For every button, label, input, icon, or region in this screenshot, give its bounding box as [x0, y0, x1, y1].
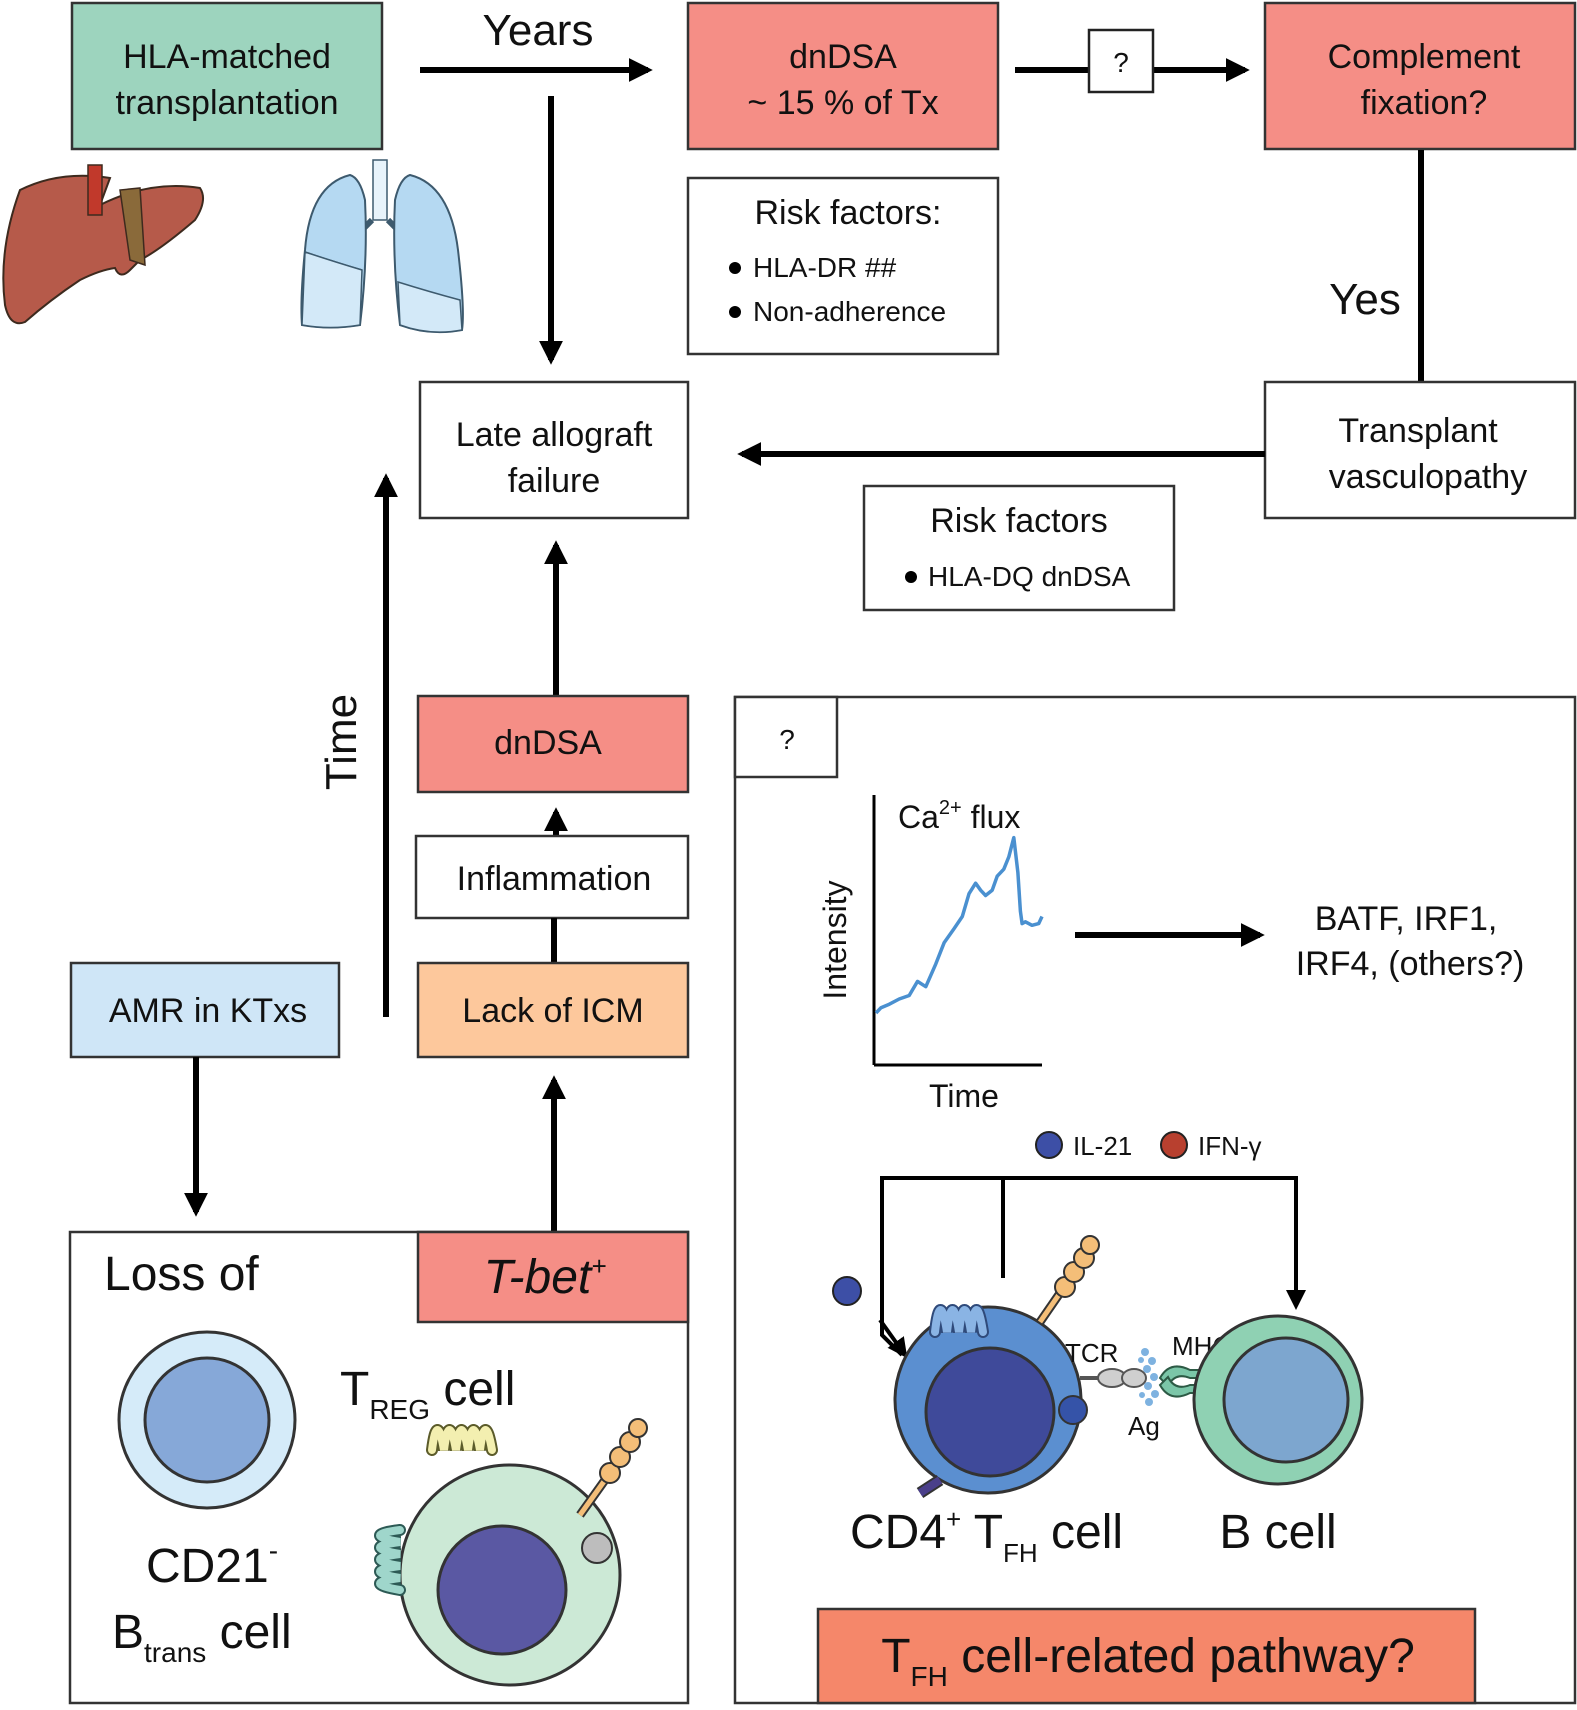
- feedback-arrow: [878, 1318, 908, 1359]
- chart-y-label: Intensity: [817, 880, 853, 999]
- tfh-pathway-label: TFH cell-related pathway?: [881, 1630, 1415, 1692]
- complement-line2: fixation?: [1361, 84, 1488, 122]
- tfh-panel: ? Ca2+ flux Intensity Time BATF, IRF1, I…: [733, 695, 1577, 1705]
- tf-line2: IRF4, (others?): [1296, 945, 1525, 983]
- panel-question-label: ?: [779, 724, 795, 755]
- risk-factors-box-1: Risk factors: HLA-DR ## Non-adherence: [686, 176, 1000, 356]
- inflammation-box: Inflammation: [414, 834, 690, 920]
- hla-box-line2: transplantation: [115, 84, 338, 122]
- risk2-title: Risk factors: [930, 502, 1108, 540]
- hla-box-line1: HLA-matched: [123, 38, 331, 76]
- risk2-item-1: HLA-DQ dnDSA: [928, 561, 1131, 592]
- dndsa-mid-label: dnDSA: [494, 724, 602, 762]
- treg-label: TREG cell: [340, 1363, 515, 1425]
- lack-of-icm-box: Lack of ICM: [416, 961, 690, 1059]
- antigen-icon: [1138, 1348, 1159, 1406]
- btrans-cell-icon: [117, 1330, 297, 1510]
- ca-flux-label: Ca2+ flux: [898, 797, 1020, 835]
- vasculopathy-line1: Transplant: [1338, 412, 1498, 450]
- tcr-icon: [1080, 1368, 1147, 1388]
- bullet-icon: [905, 571, 917, 583]
- tbet-label: T-bet+: [484, 1251, 607, 1304]
- ifng-legend-label: IFN-γ: [1198, 1131, 1262, 1161]
- lack-icm-label: Lack of ICM: [462, 992, 643, 1030]
- vasculopathy-line2: vasculopathy: [1329, 458, 1527, 496]
- late-allograft-failure-box: Late allograft failure: [418, 380, 690, 520]
- dndsa-top-line1: dnDSA: [789, 38, 897, 76]
- cd21-label: CD21-: [146, 1535, 278, 1593]
- bcell-label: B cell: [1219, 1506, 1336, 1559]
- bullet-icon: [729, 306, 741, 318]
- ca-flux-chart: [872, 795, 1044, 1067]
- to-bcell-arrow: [1003, 1176, 1306, 1310]
- tf-line1: BATF, IRF1,: [1315, 900, 1498, 938]
- tfh-cell-label: CD4+ TFH cell: [850, 1504, 1123, 1568]
- ag-label: Ag: [1128, 1411, 1160, 1441]
- question-box-small: ?: [1087, 28, 1155, 94]
- receptor-icon: [374, 1524, 406, 1596]
- bcell-icon: [1192, 1314, 1364, 1486]
- loss-of-panel: T-bet+ Loss of CD21- Btrans cell TREG ce…: [68, 1230, 690, 1705]
- risk1-item-2: Non-adherence: [753, 296, 946, 327]
- transplant-vasculopathy-box: Transplant vasculopathy: [1263, 380, 1577, 520]
- inflammation-label: Inflammation: [457, 860, 652, 898]
- il21-legend-label: IL-21: [1073, 1131, 1132, 1161]
- risk-factors-box-2: Risk factors HLA-DQ dnDSA: [862, 484, 1176, 612]
- loss-of-label: Loss of: [104, 1248, 259, 1301]
- question-box-panel: [733, 695, 839, 779]
- btrans-label: Btrans cell: [112, 1606, 292, 1668]
- dndsa-top-box: dnDSA ~ 15 % of Tx: [686, 1, 1000, 151]
- years-label: Years: [483, 6, 594, 55]
- chart-x-label: Time: [929, 1078, 999, 1114]
- bullet-icon: [729, 262, 741, 274]
- lungs-icon: [300, 159, 464, 334]
- ifng-legend-icon: [1160, 1131, 1188, 1159]
- late-failure-line1: Late allograft: [456, 416, 653, 454]
- tbet-box: [416, 1230, 690, 1324]
- dndsa-top-line2: ~ 15 % of Tx: [747, 84, 938, 122]
- risk1-item-1: HLA-DR ##: [753, 252, 897, 283]
- ca-flux-series-line: [874, 835, 1044, 1015]
- hla-matched-transplantation-box: HLA-matched transplantation: [70, 1, 384, 151]
- il21-molecule-icon: [832, 1276, 862, 1306]
- receptor-icon: [426, 1424, 498, 1456]
- complement-line1: Complement: [1328, 38, 1521, 76]
- late-failure-line2: failure: [508, 462, 601, 500]
- question-small-label: ?: [1113, 47, 1129, 78]
- tcr-label: TCR: [1065, 1338, 1118, 1368]
- risk1-title: Risk factors:: [754, 194, 941, 232]
- il21-legend-icon: [1035, 1131, 1063, 1159]
- amr-label: AMR in KTxs: [109, 992, 307, 1030]
- yes-label: Yes: [1329, 275, 1401, 324]
- dndsa-mid-box: dnDSA: [416, 694, 690, 794]
- receptor-icon: [929, 1304, 989, 1338]
- liver-icon: [2, 164, 205, 325]
- tfh-cell-icon: [893, 1235, 1100, 1499]
- receptor-icon: [1036, 1235, 1100, 1325]
- amr-ktxs-box: AMR in KTxs: [69, 961, 341, 1059]
- complement-fixation-box: Complement fixation?: [1263, 1, 1577, 151]
- time-vertical-label: Time: [317, 694, 366, 790]
- receptor-icon: [576, 1418, 648, 1518]
- treg-cell-icon: [374, 1418, 648, 1687]
- tfh-pathway-box: [816, 1607, 1477, 1705]
